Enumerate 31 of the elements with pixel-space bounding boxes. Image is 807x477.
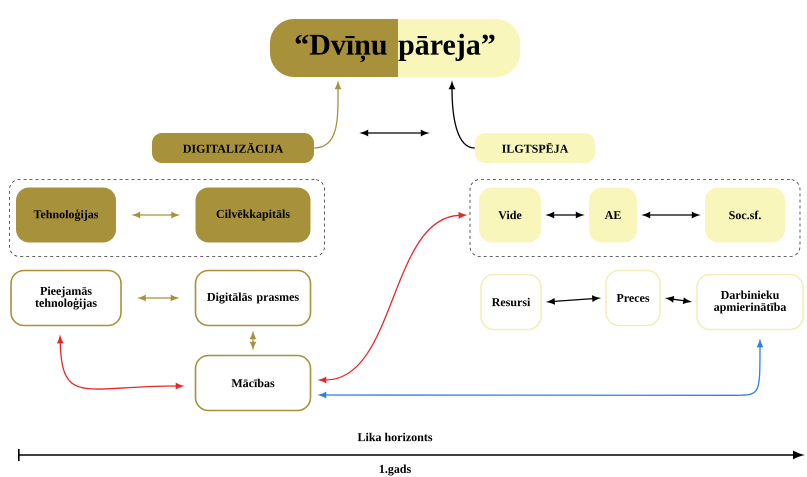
arrow (361, 130, 428, 136)
arrow (57, 336, 183, 390)
factor-box: Darbinieku apmierinātība (696, 274, 804, 330)
axis-label: 1.gads (380, 464, 411, 476)
factor-box: Pieejamās tehnoloģijas (10, 270, 122, 326)
arrow (449, 82, 475, 149)
axis-label: Lika horizonts (358, 432, 432, 442)
factor-box: Vide (479, 188, 541, 242)
arrow (643, 212, 699, 218)
category-label: ILGTSPĒJA (475, 133, 595, 163)
arrow (319, 212, 466, 383)
arrow (319, 340, 763, 398)
arrow (666, 296, 690, 304)
dashed-group (9, 179, 325, 257)
dashed-group (470, 179, 800, 257)
arrow (548, 296, 600, 304)
arrow (547, 212, 583, 218)
factor-box: Mācības (194, 354, 312, 412)
arrow (133, 212, 178, 218)
arrow (250, 332, 256, 349)
factor-box: AE (589, 188, 637, 242)
factor-box: Resursi (480, 274, 542, 330)
title-pill: “Dvīņu pāreja” (270, 19, 520, 77)
category-label: DIGITALIZĀCIJA (152, 133, 314, 163)
factor-box: Digitālās prasmes (194, 270, 312, 326)
factor-box: Cilvēkkapitāls (196, 188, 310, 242)
arrow (138, 295, 178, 301)
factor-box: Tehnoloģijas (16, 188, 116, 242)
arrow (314, 82, 341, 149)
factor-box: Soc.sf. (705, 188, 785, 242)
factor-box: Preces (605, 270, 661, 326)
